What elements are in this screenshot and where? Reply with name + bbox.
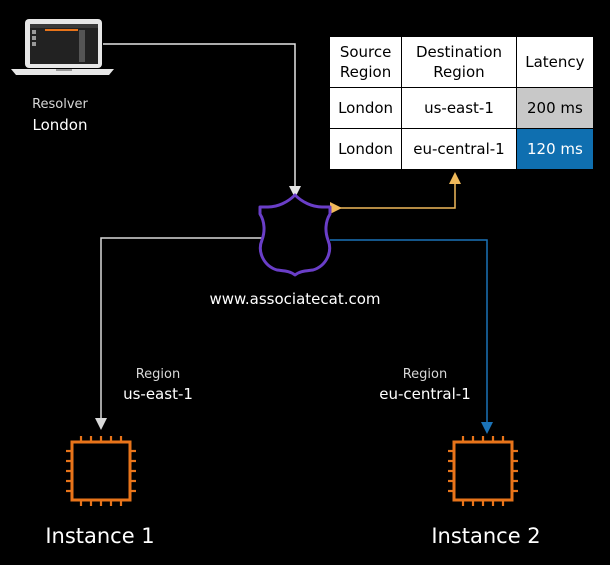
region-name-left: us-east-1 [123,385,193,403]
header-source-region: Source Region [328,36,403,88]
table-row: London eu-central-1 120 ms [328,128,595,170]
latency-lookup-arrow [330,172,461,214]
header-destination-region-text: Destination Region [415,43,503,81]
header-latency-text: Latency [525,53,585,71]
route53-shield-icon [258,193,332,277]
ec2-instance-icon [66,436,136,506]
request-arrow [103,43,301,198]
resolver-location: London [32,116,88,134]
region-name-right: eu-central-1 [379,385,471,403]
table-header-row: Source Region Destination Region Latency [328,36,595,88]
header-source-region-text: Source Region [339,43,392,81]
cell-latency-high: 200 ms [515,87,595,129]
cell-destination: eu-central-1 [401,128,517,170]
route-arrow-us-east-1 [95,237,262,430]
region-title-left: Region [135,367,181,382]
region-title-right: Region [402,367,448,382]
table-row: London us-east-1 200 ms [328,87,595,129]
domain-name: www.associatecat.com [209,290,381,308]
cell-source: London [328,87,403,129]
resolver-title: Resolver [32,97,88,112]
cell-source: London [328,128,403,170]
cell-destination: us-east-1 [401,87,517,129]
instance-label-1: Instance 1 [45,524,155,548]
cell-latency-low: 120 ms [515,128,595,170]
header-destination-region: Destination Region [401,36,517,88]
route-arrow-eu-central-1 [330,239,493,434]
header-latency: Latency [515,36,595,88]
ec2-instance-icon [448,436,518,506]
instance-label-2: Instance 2 [431,524,541,548]
laptop-icon [11,19,114,75]
latency-table: Source Region Destination Region Latency… [328,36,595,170]
